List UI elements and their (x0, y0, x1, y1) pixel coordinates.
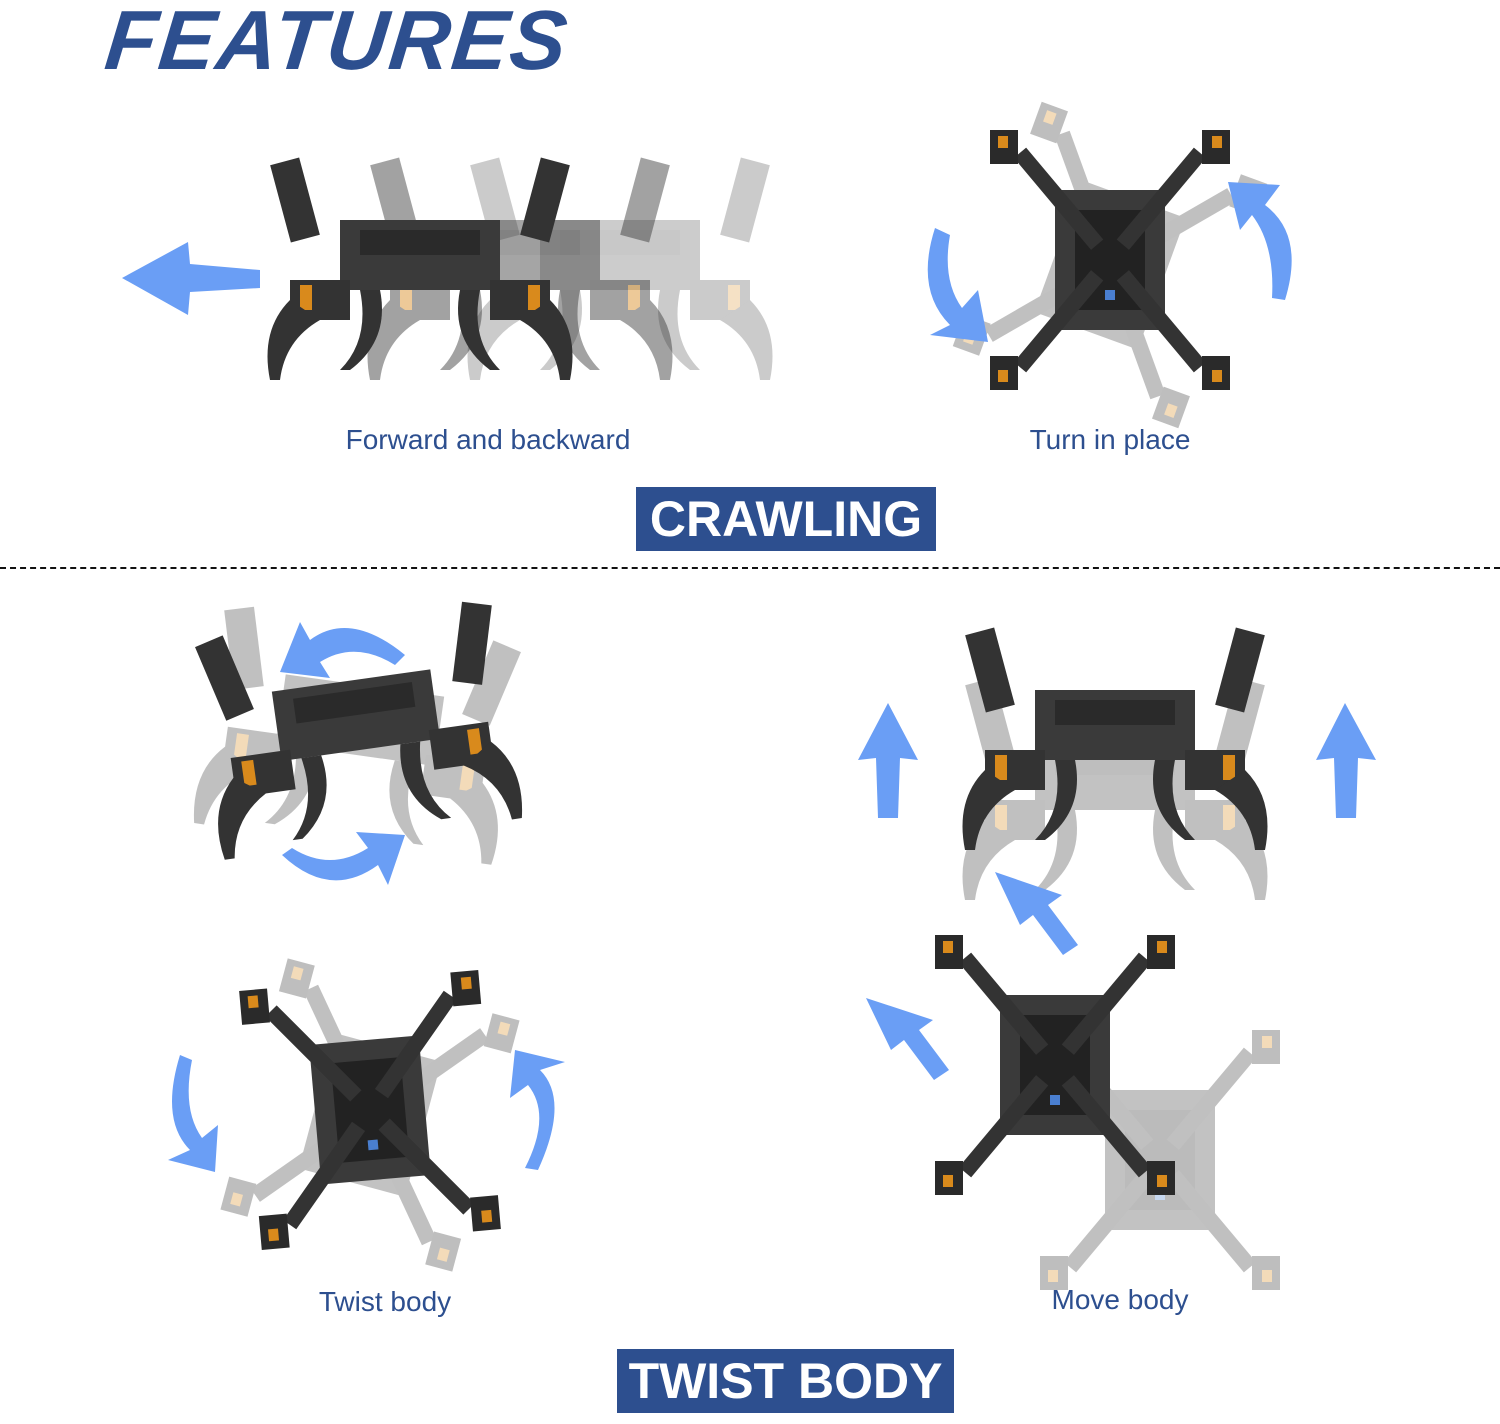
arrow-diagonal-up-left-icon (866, 998, 949, 1080)
robot-move-top (935, 935, 1175, 1195)
arrow-diagonal-up-left-icon (995, 872, 1078, 955)
caption-turn-in-place: Turn in place (1029, 424, 1191, 455)
arrow-up-icon (858, 703, 918, 818)
arrow-curve-left-icon (280, 622, 405, 678)
arrow-rotate-up-icon (1228, 182, 1292, 300)
caption-move-body: Move body (1051, 1284, 1189, 1315)
section-badge-crawling: CRAWLING (636, 487, 936, 551)
robot-twist-top (239, 970, 501, 1250)
caption-twist-body: Twist body (318, 1286, 452, 1317)
arrow-rotate-down-icon (168, 1055, 218, 1172)
section-badge-twist-body: TWIST BODY (617, 1349, 954, 1413)
section-divider (0, 567, 1500, 569)
arrow-rotate-up-icon (510, 1050, 565, 1170)
arrow-up-icon (1316, 703, 1376, 818)
caption-forward-backward: Forward and backward (345, 424, 631, 455)
arrow-curve-right-icon (282, 832, 405, 885)
arrow-rotate-down-icon (927, 228, 988, 342)
arrow-left-icon (122, 242, 260, 315)
robot-turn (990, 130, 1230, 390)
